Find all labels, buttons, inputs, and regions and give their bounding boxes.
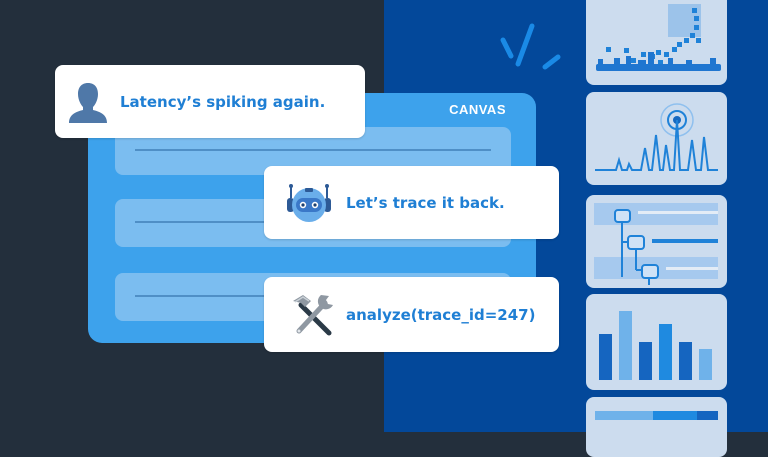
bar-chart-icon xyxy=(599,311,712,380)
user-avatar-icon xyxy=(69,82,107,123)
progress-bar-icon xyxy=(595,411,718,420)
user-message-text: Latency’s spiking again. xyxy=(120,92,326,111)
heatmap-thumbnail[interactable] xyxy=(586,0,727,85)
progress-bar-thumbnail[interactable] xyxy=(586,397,727,457)
assistant-message-card: Let’s trace it back. xyxy=(264,166,559,239)
robot-icon xyxy=(287,183,331,222)
canvas-title: CANVAS xyxy=(449,102,506,117)
signal-spikes-thumbnail[interactable] xyxy=(586,92,727,185)
bar-chart-thumbnail[interactable] xyxy=(586,294,727,390)
signal-spike-icon xyxy=(595,103,718,171)
scatter-heatmap-icon xyxy=(596,4,721,71)
user-message-card: Latency’s spiking again. xyxy=(55,65,365,138)
trace-tree-icon xyxy=(594,203,718,285)
hammer-wrench-icon xyxy=(293,294,333,335)
tool-call-card: analyze(trace_id=247) xyxy=(264,277,559,352)
trace-tree-thumbnail[interactable] xyxy=(586,195,727,288)
canvas-row-line xyxy=(135,149,491,151)
assistant-message-text: Let’s trace it back. xyxy=(346,193,505,212)
spark-lines-icon xyxy=(500,23,561,70)
tool-call-text: analyze(trace_id=247) xyxy=(346,305,536,324)
